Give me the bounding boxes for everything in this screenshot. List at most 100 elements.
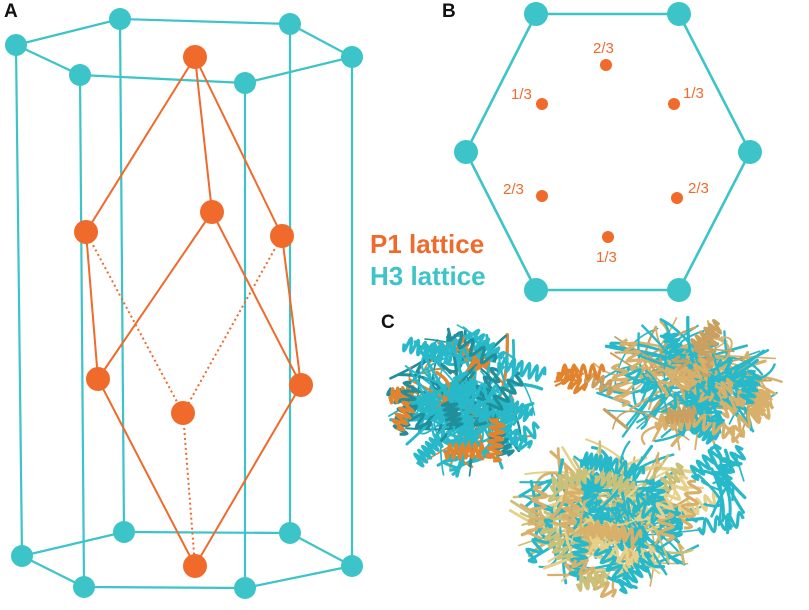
p1-node — [86, 367, 110, 391]
p1-cell-edges — [85, 56, 302, 567]
h3-node — [524, 278, 548, 302]
ribbon-helix — [539, 526, 573, 561]
ribbon-helix — [655, 474, 689, 519]
ribbon-helix — [594, 469, 636, 496]
ribbon-helix — [663, 507, 683, 539]
ribbon-helix — [413, 433, 444, 468]
fraction-label: 1/3 — [596, 249, 617, 266]
legend-p1: P1 lattice — [370, 229, 484, 259]
ribbon-helix — [497, 355, 547, 382]
ribbon-helix — [568, 536, 590, 581]
p1-node — [200, 200, 224, 224]
h3-node — [279, 522, 301, 544]
ribbon-helix — [556, 363, 606, 381]
panel-c-label: C — [381, 312, 395, 333]
panel-b: B 2/3 1/3 1/3 2/3 2/3 1/3 — [442, 1, 762, 302]
hexagon-vertices — [454, 2, 762, 302]
inner-point — [600, 59, 612, 71]
ribbon-helix — [654, 413, 696, 431]
ribbon-helix — [549, 466, 590, 494]
ribbon-helix — [579, 451, 613, 473]
ribbon-helix — [619, 338, 647, 375]
inner-point — [536, 98, 548, 110]
ribbon-helix — [526, 485, 549, 543]
p1-node — [74, 220, 98, 244]
ribbon-helix — [446, 330, 497, 365]
protein-structure — [386, 315, 783, 598]
ribbon-helix — [661, 331, 689, 366]
ribbon-helix — [486, 370, 524, 419]
p1-nodes — [74, 45, 313, 578]
ribbon-coil — [599, 355, 764, 394]
ribbon-helix — [559, 483, 585, 533]
h3-node — [109, 8, 131, 30]
ribbon-coil — [612, 410, 690, 441]
fraction-label: 2/3 — [503, 181, 524, 198]
ribbon-helix — [617, 551, 655, 595]
inner-points — [536, 59, 683, 243]
inner-point — [536, 190, 548, 202]
ribbon-helix — [668, 377, 717, 410]
ribbon-helix — [689, 443, 723, 481]
ribbon-coil — [609, 342, 776, 383]
ribbon-helix — [391, 400, 415, 432]
h3-node — [667, 2, 691, 26]
ribbon-helix — [447, 388, 496, 422]
ribbon-helix — [441, 400, 464, 429]
ribbon-helix — [677, 479, 703, 530]
ribbon-helix — [680, 357, 709, 392]
ribbon-coil — [585, 438, 633, 473]
ribbon-coil — [418, 334, 508, 433]
h3-node — [279, 13, 301, 35]
inner-point — [602, 231, 614, 243]
ribbon-helix — [696, 382, 725, 426]
p1-node — [183, 554, 207, 578]
h3-prism-edges — [12, 17, 356, 590]
ribbon-helix — [593, 547, 629, 581]
h3-node — [341, 46, 363, 68]
panel-c: C — [381, 312, 783, 598]
p1-node — [270, 224, 294, 248]
ribbon-helix — [497, 395, 535, 423]
inner-point — [668, 98, 680, 110]
h3-node — [234, 72, 256, 94]
h3-node — [738, 140, 762, 164]
ribbon-helix — [747, 388, 773, 420]
h3-node — [113, 521, 135, 543]
ribbon-helix — [690, 318, 723, 354]
ribbon-helix — [616, 545, 657, 579]
ribbon-coil — [602, 408, 629, 430]
ribbon-helix — [624, 367, 666, 404]
fraction-label: 2/3 — [688, 180, 709, 197]
panel-a-label: A — [4, 1, 18, 22]
h3-node — [5, 34, 27, 56]
ribbon-helix — [443, 380, 500, 401]
h3-node — [454, 140, 478, 164]
ribbon-helix — [611, 363, 631, 408]
ribbon-helix — [485, 418, 506, 463]
p1-cell-hidden-edges — [85, 231, 283, 567]
h3-node — [341, 555, 363, 577]
h3-node — [69, 64, 91, 86]
h3-nodes — [5, 8, 363, 599]
fraction-labels: 2/3 1/3 1/3 2/3 2/3 1/3 — [503, 40, 709, 266]
h3-node — [667, 278, 691, 302]
ribbon-helix — [716, 357, 754, 388]
ribbon-helix — [606, 457, 646, 481]
fraction-label: 2/3 — [593, 40, 614, 57]
ribbon-helix — [697, 510, 745, 536]
ribbon-helix — [578, 486, 613, 527]
ribbon-helix — [713, 445, 746, 486]
legend-h3: H3 lattice — [370, 261, 486, 291]
h3-node — [524, 2, 548, 26]
ribbon-helix — [692, 413, 746, 444]
h3-node — [11, 545, 33, 567]
fraction-label: 1/3 — [511, 86, 532, 103]
p1-node — [171, 401, 195, 425]
ribbon-helix — [602, 487, 655, 525]
ribbon-helix — [739, 369, 763, 405]
p1-node — [183, 45, 207, 69]
legend: P1 lattice H3 lattice — [370, 229, 486, 291]
ribbon-helix — [664, 405, 698, 425]
